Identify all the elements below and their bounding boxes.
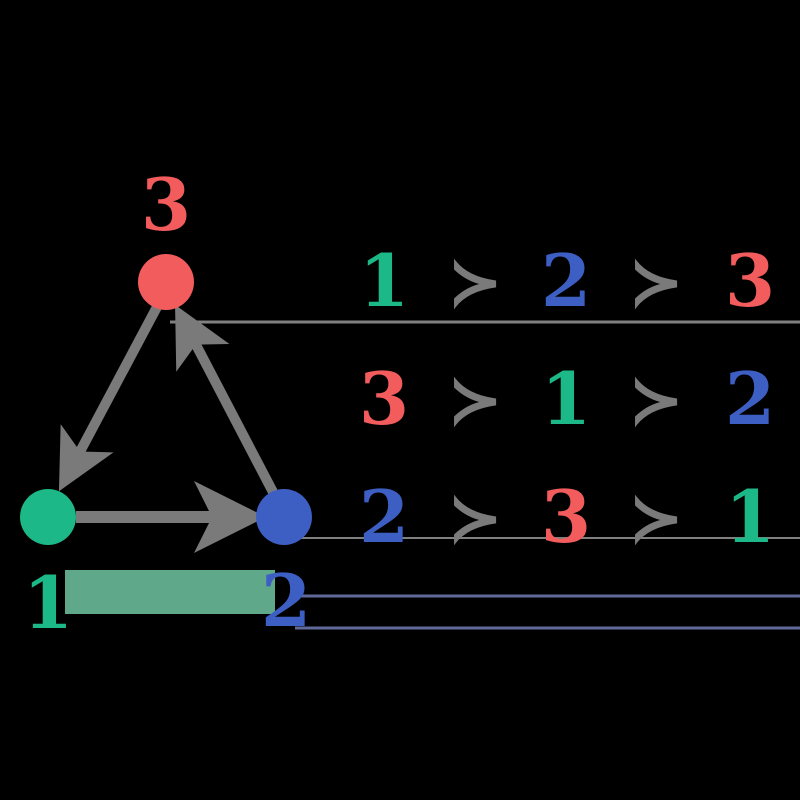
pref-row-3-second: 3 [541, 474, 591, 559]
pref-row-3-first: 2 [359, 474, 409, 559]
pref-row-2-symbol-a: ≻ [448, 363, 502, 438]
node-3-label: 3 [141, 162, 191, 247]
pref-row-1-symbol-b: ≻ [629, 245, 683, 320]
pref-row-3-symbol-b: ≻ [629, 481, 683, 556]
pref-row-1-second: 2 [541, 238, 591, 323]
highlight-band [65, 570, 275, 614]
node-1 [20, 489, 76, 545]
pref-row-1-symbol-a: ≻ [448, 245, 502, 320]
pref-row-1-first: 1 [359, 238, 409, 323]
node-2 [256, 489, 312, 545]
pref-row-3-third: 1 [725, 474, 775, 559]
edge-2-to-3 [175, 304, 279, 497]
pref-row-3-symbol-a: ≻ [448, 481, 502, 556]
edge-3-to-1 [58, 302, 163, 492]
node-2-label: 2 [261, 558, 311, 643]
pref-row-2-third: 2 [725, 356, 775, 441]
pref-row-2-second: 1 [541, 356, 591, 441]
node-3 [138, 254, 194, 310]
node-1-label: 1 [23, 560, 73, 645]
pref-row-1-third: 3 [725, 238, 775, 323]
pref-row-2-symbol-b: ≻ [629, 363, 683, 438]
pref-row-2-first: 3 [359, 356, 409, 441]
